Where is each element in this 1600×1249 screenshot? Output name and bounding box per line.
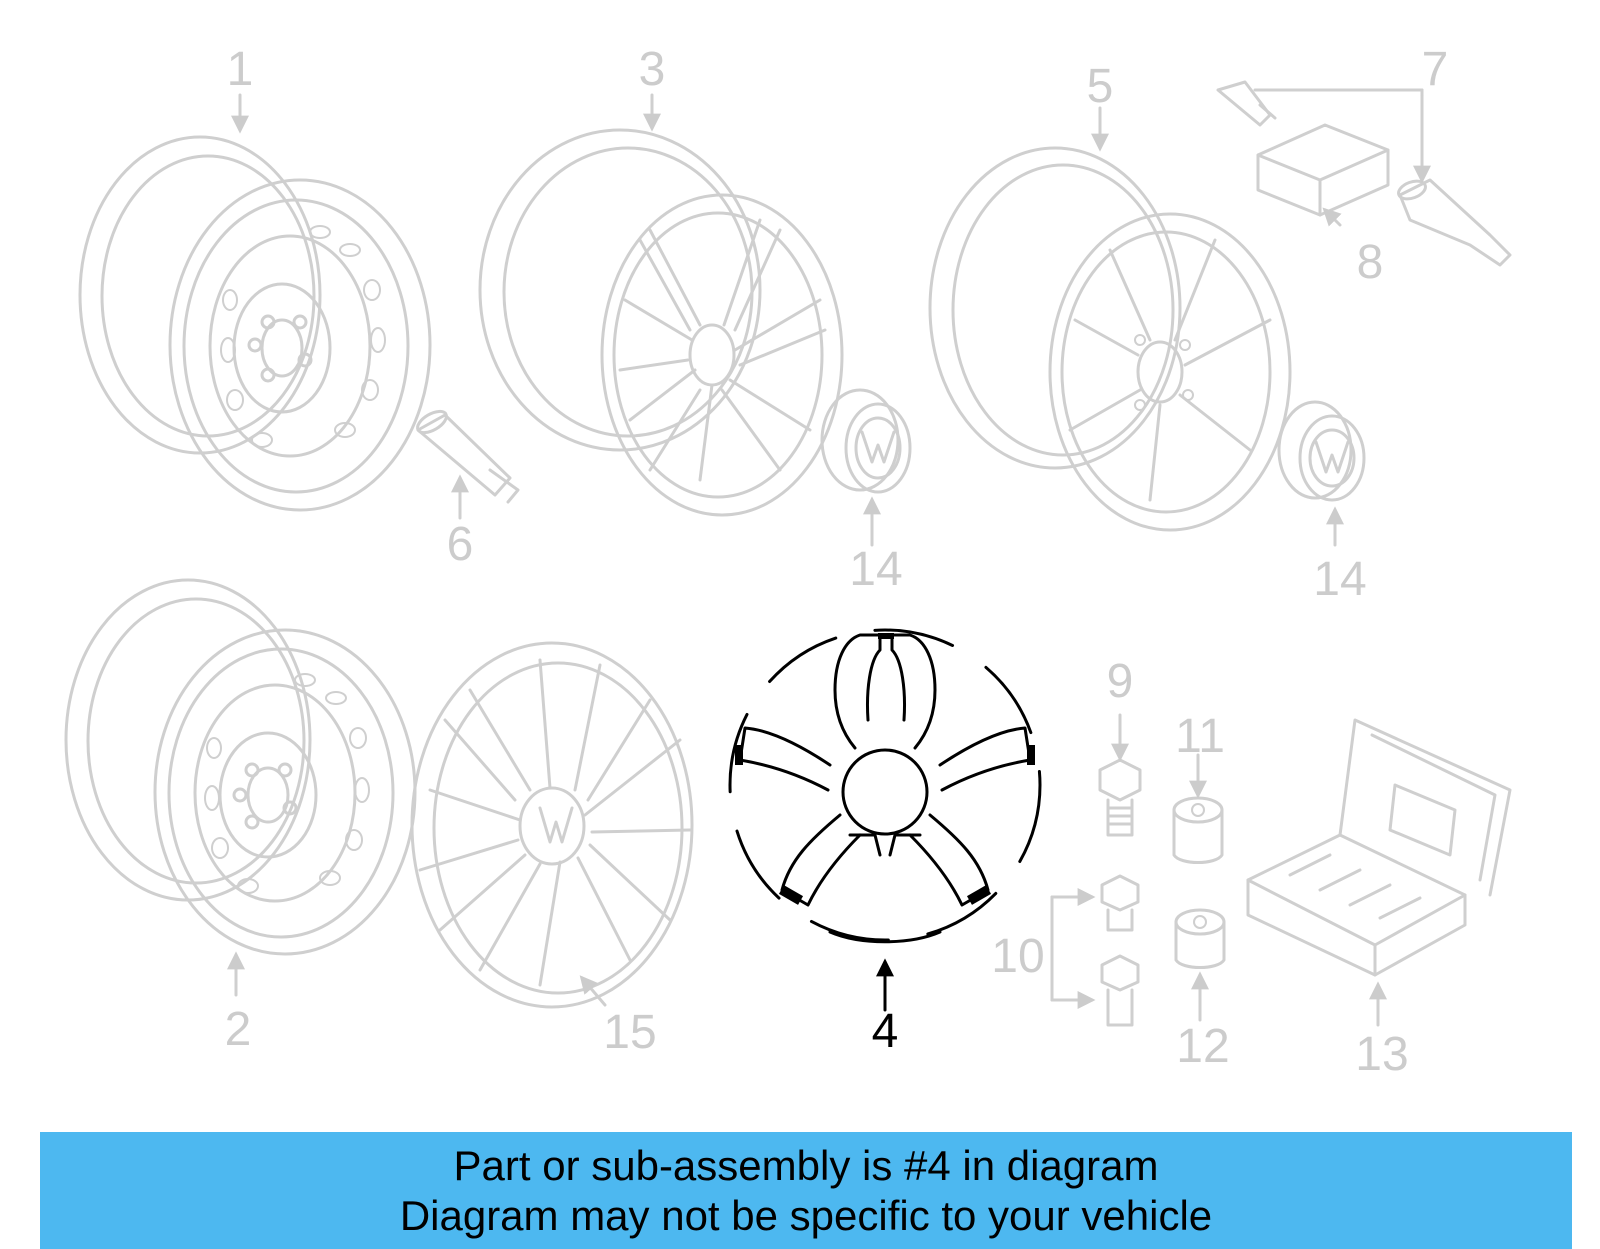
center-cap-part-14-right: [1277, 400, 1366, 502]
callout-10: 10: [991, 930, 1044, 983]
callout-3: 3: [639, 43, 666, 96]
leader-arrows: [227, 93, 1387, 1027]
callout-14-left: 14: [849, 543, 902, 596]
callout-12: 12: [1176, 1020, 1229, 1073]
callout-9: 9: [1107, 655, 1134, 708]
callout-8: 8: [1357, 236, 1384, 289]
lock-nut-part-12: [1174, 908, 1226, 969]
callout-1: 1: [227, 43, 254, 96]
callout-7: 7: [1422, 43, 1449, 96]
info-banner: Part or sub-assembly is #4 in diagram Di…: [40, 1132, 1572, 1249]
valve-stem-part-6: [416, 409, 520, 504]
banner-line-2: Diagram may not be specific to your vehi…: [399, 1191, 1213, 1239]
bolts-part-10: [1050, 874, 1140, 1027]
callout-11: 11: [1175, 710, 1225, 763]
lock-set-case-part-13: [1246, 718, 1512, 977]
wheel-bolt-part-9: [1098, 758, 1142, 837]
banner-line-1: Part or sub-assembly is #4 in diagram: [453, 1141, 1159, 1189]
steel-wheel-part-1: [78, 135, 432, 512]
tpms-sensor-parts-7-8: [1216, 80, 1512, 267]
wheel-trim-part-4: [728, 628, 1042, 944]
callout-6: 6: [447, 518, 474, 571]
callout-4: 4: [872, 1005, 899, 1058]
hubcap-part-15: [410, 641, 694, 1009]
callout-5: 5: [1087, 60, 1114, 113]
lock-nut-part-11: [1172, 796, 1224, 864]
alloy-wheel-part-5: [928, 146, 1292, 532]
alloy-wheel-part-3: [478, 128, 844, 517]
callout-13: 13: [1355, 1028, 1408, 1081]
callout-14-right: 14: [1313, 553, 1366, 606]
callout-15: 15: [603, 1006, 656, 1059]
callout-2: 2: [225, 1003, 252, 1056]
steel-wheel-part-2: [64, 578, 417, 956]
center-cap-part-14-left: [820, 388, 912, 494]
parts-diagram: 1 2 3 4 5 6 7 8 9 10 11 12 13 14 14 15: [64, 43, 1512, 1081]
callout-numbers: 1 2 3 4 5 6 7 8 9 10 11 12 13 14 14 15: [225, 43, 1449, 1081]
